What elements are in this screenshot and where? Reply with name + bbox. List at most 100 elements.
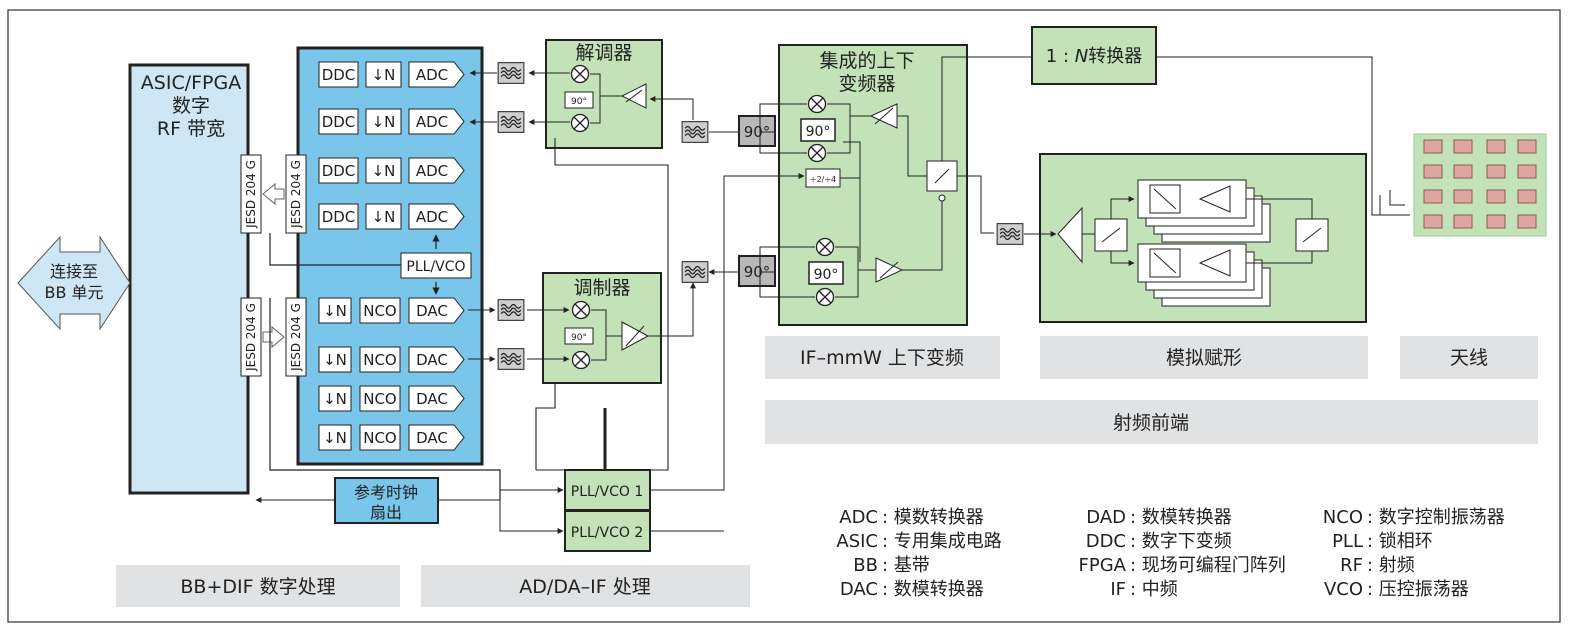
decimator-label: ↓N: [323, 302, 347, 320]
decimator-label: ↓N: [323, 390, 347, 408]
legend-desc: : 模数转换器: [882, 507, 984, 528]
section-antenna-label: 天线: [1450, 347, 1488, 369]
section-antenna: [1400, 336, 1538, 379]
legend-desc: : 数字控制振荡器: [1367, 507, 1505, 528]
bb-link-arrow: [17, 235, 131, 331]
updown-title-line1: 集成的上下: [819, 50, 914, 72]
jesd-asic-lower: [240, 297, 262, 377]
legend-abbr: ADC: [839, 507, 878, 528]
legend-desc: : 锁相环: [1367, 531, 1433, 552]
section-bb-dif-label: BB+DIF 数字处理: [180, 576, 335, 598]
phase-90-lower: [738, 255, 776, 287]
modulator-block: [542, 272, 662, 384]
updown-title-line2: 变频器: [838, 73, 895, 95]
pll-feed-line: [269, 233, 401, 266]
legend-abbr: IF: [1110, 579, 1126, 600]
nco-label: NCO: [363, 390, 397, 408]
legend-desc: : 数字下变频: [1130, 531, 1232, 552]
adc-row-3: DDC ↓N ADC: [318, 157, 465, 184]
asic-fpga-block: [128, 63, 250, 495]
legend-abbr: DAD: [1086, 507, 1126, 528]
legend-desc: : 基带: [882, 555, 930, 576]
legend-abbr: PLL: [1332, 531, 1363, 552]
adc-label: ADC: [416, 66, 448, 84]
pll-vco-1-label: PLL/VCO 1: [571, 484, 644, 500]
adc-row-1: DDC ↓N ADC: [318, 61, 465, 88]
asic-title-line2: 数字: [172, 95, 210, 117]
adc-row-4: DDC ↓N ADC: [318, 203, 465, 230]
ddc-label: DDC: [322, 162, 356, 180]
asic-title-line3: RF 带宽: [157, 118, 225, 140]
legend-desc: : 射频: [1367, 555, 1415, 576]
ref-clock-fanout: [334, 477, 439, 524]
legend-abbr: NCO: [1323, 507, 1363, 528]
bb-link-line2: BB 单元: [44, 283, 103, 302]
decimator-label: ↓N: [323, 429, 347, 447]
updown-phase-lower-label: 90°: [814, 267, 839, 283]
section-bb-dif: [116, 565, 400, 607]
legend-desc: : 中频: [1130, 579, 1178, 600]
ddc-label: DDC: [322, 113, 356, 131]
legend-desc: : 压控振荡器: [1367, 579, 1469, 600]
ddc-label: DDC: [322, 66, 356, 84]
adc-label: ADC: [416, 208, 448, 226]
adc-label: ADC: [416, 113, 448, 131]
legend-abbr: BB: [853, 555, 878, 576]
adc-label: ADC: [416, 162, 448, 180]
phase-90-lower-label: 90°: [744, 263, 771, 281]
ref-clock-line2: 扇出: [370, 503, 402, 522]
section-analog-bf: [1040, 336, 1368, 379]
section-ad-da-if: [421, 565, 750, 607]
asic-title-line1: ASIC/FPGA: [141, 72, 241, 94]
one-to-n-label: 1 : N转换器: [1046, 46, 1142, 67]
jesd-hollow-arrow-upper: [262, 182, 285, 206]
mod-phase-label: 90°: [571, 333, 587, 343]
decimator-label: ↓N: [323, 351, 347, 369]
decimator-label: ↓N: [372, 208, 396, 226]
bf-splitter: [1057, 206, 1083, 264]
legend-abbr: RF: [1340, 555, 1363, 576]
dac-row-4: ↓N NCO DAC: [318, 424, 465, 451]
phase-90-upper-label: 90°: [744, 123, 771, 141]
demod-phase-shifter: [564, 91, 594, 109]
section-if-mmw: [765, 336, 1000, 379]
dac-label: DAC: [416, 351, 448, 369]
dac-row-1: ↓N NCO DAC: [318, 297, 465, 324]
antenna-elements: [1423, 139, 1537, 229]
ref-clock-line1: 参考时钟: [354, 483, 418, 502]
updown-phase-upper: [800, 118, 836, 142]
jesd-label-2: JESD 204 G: [244, 303, 258, 372]
legend-abbr: ASIC: [836, 531, 878, 552]
dac-label: DAC: [416, 390, 448, 408]
adc-row-2: DDC ↓N ADC: [318, 108, 465, 135]
mod-phase-shifter: [564, 327, 594, 345]
demodulator-title: 解调器: [575, 42, 632, 64]
legend-desc: : 专用集成电路: [882, 531, 1002, 552]
bb-link-line1: 连接至: [50, 262, 98, 281]
legend-abbr: FPGA: [1079, 555, 1127, 576]
pll-vco-internal-label: PLL/VCO: [406, 259, 465, 275]
legend-desc: : 数模转换器: [1130, 507, 1232, 528]
ddc-label: DDC: [322, 208, 356, 226]
dac-label: DAC: [416, 429, 448, 447]
bf-channel-stack-upper: [1137, 179, 1271, 243]
legend-abbr: VCO: [1324, 579, 1363, 600]
legend-abbr: DDC: [1086, 531, 1126, 552]
jesd-label-1: JESD 204 G: [244, 160, 258, 229]
bf-channel-stack-lower: [1137, 243, 1271, 307]
one-to-n-converter: [1031, 26, 1157, 85]
decimator-label: ↓N: [372, 162, 396, 180]
decimator-label: ↓N: [372, 113, 396, 131]
section-if-mmw-label: IF–mmW 上下变频: [800, 347, 964, 369]
dac-row-2: ↓N NCO DAC: [318, 346, 465, 373]
jesd-hollow-arrow-lower: [262, 325, 285, 349]
legend-desc: : 数模转换器: [882, 579, 984, 600]
demod-phase-label: 90°: [571, 97, 587, 107]
dac-label: DAC: [416, 302, 448, 320]
section-rf-front-label: 射频前端: [1113, 412, 1189, 434]
nco-label: NCO: [363, 351, 397, 369]
updown-phase-lower: [808, 261, 844, 285]
pll-vco-internal: [400, 252, 472, 279]
